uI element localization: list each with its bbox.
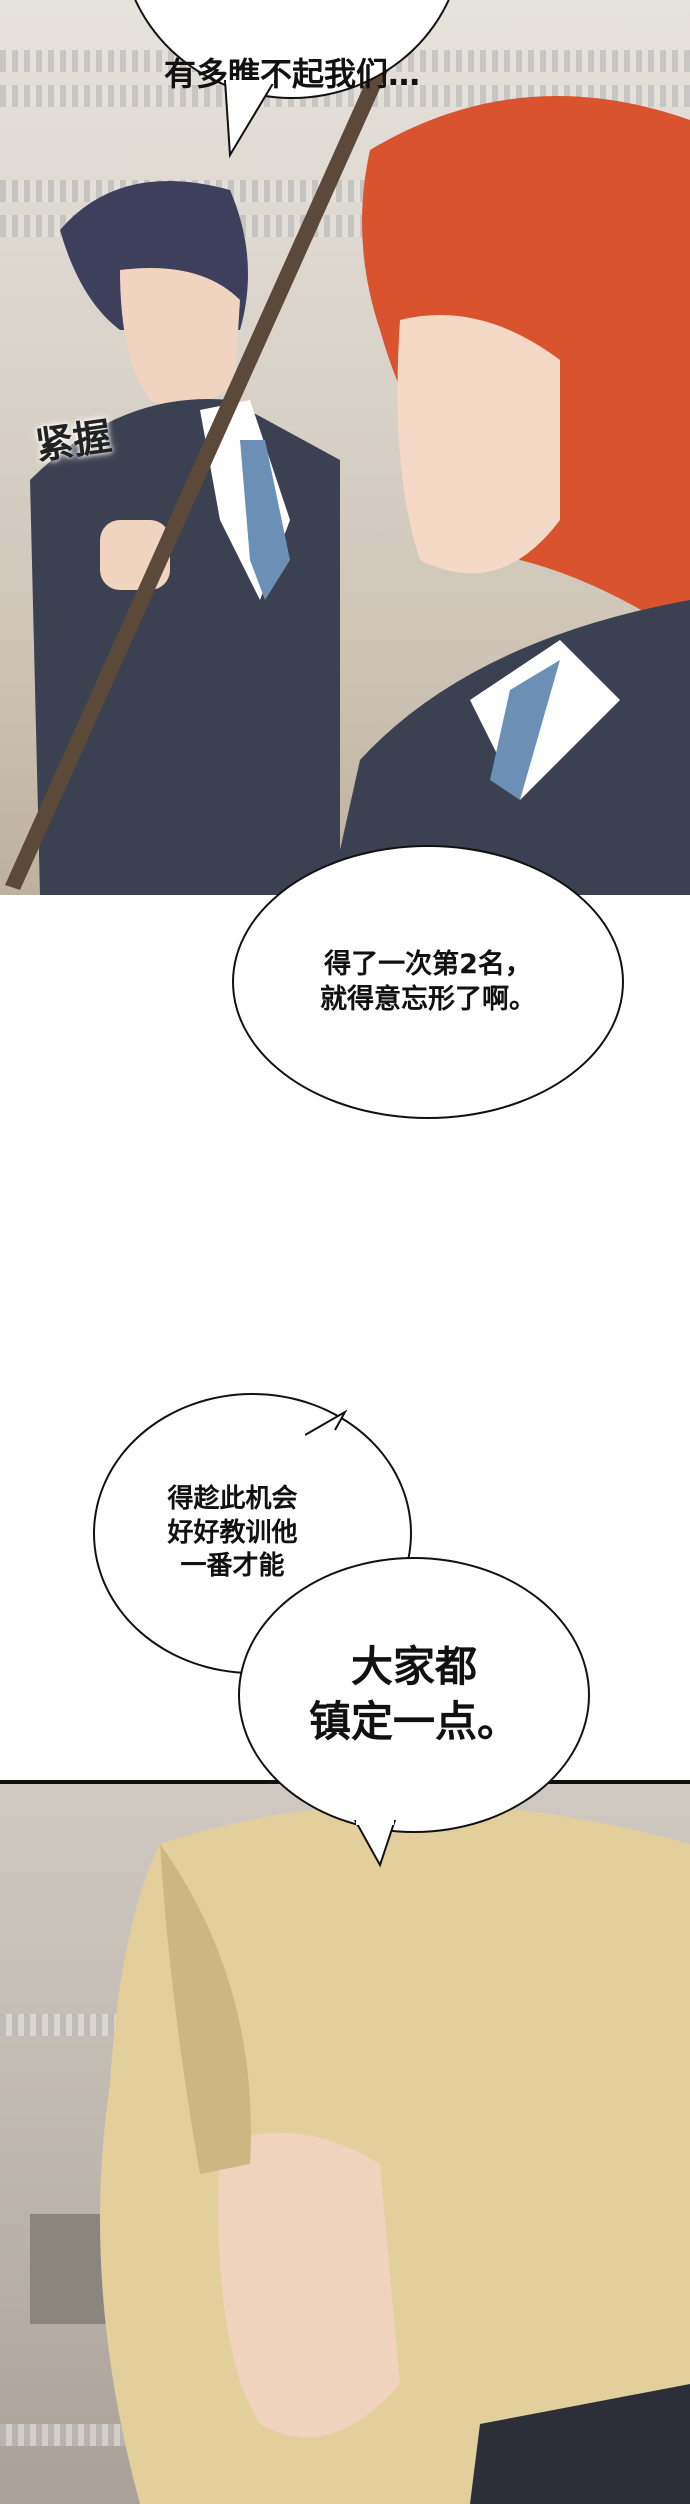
speech-bubble: 有多瞧不起我们…: [120, 0, 464, 99]
character-art: [5, 50, 690, 895]
panel-students-arena: 紧握 有多瞧不起我们…: [0, 0, 690, 895]
speech-text: 得了一次第2名， 就得意忘形了啊。: [320, 948, 536, 1015]
bubble-tail: [223, 80, 277, 159]
speech-bubble: 得了一次第2名， 就得意忘形了啊。: [232, 845, 624, 1119]
speech-bubble: 大家都 镇定一点。: [238, 1557, 590, 1833]
speech-text: 有多瞧不起我们…: [163, 54, 420, 93]
panel-blonde-student: [0, 1780, 690, 2504]
bubble-tail: [353, 1820, 397, 1868]
speech-text: 大家都 镇定一点。: [308, 1642, 519, 1746]
sfx-grip: 紧握: [32, 413, 115, 469]
bubble-tail: [305, 1410, 348, 1436]
character-art: [30, 1804, 690, 2504]
speech-text: 得趁此机会 好好教训他 一番才能: [167, 1483, 298, 1582]
